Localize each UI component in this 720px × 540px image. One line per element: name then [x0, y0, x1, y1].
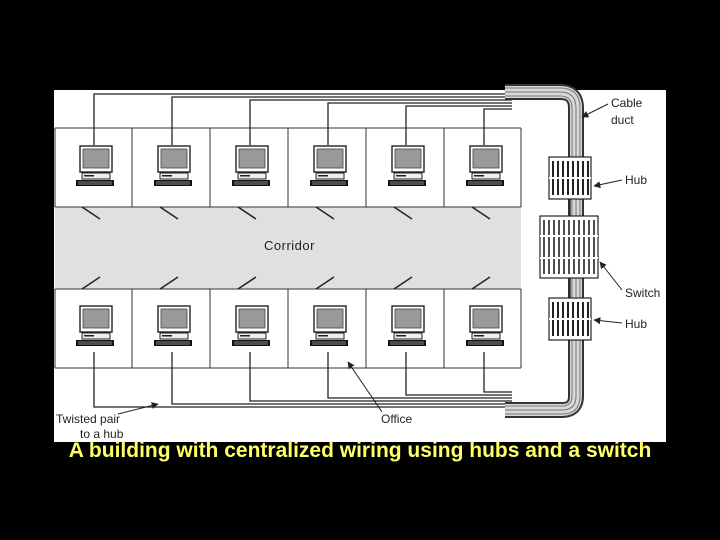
computer-icon: [231, 145, 271, 187]
callouts: [117, 103, 623, 415]
corridor-area: [55, 207, 521, 289]
computer-icon: [75, 145, 115, 187]
office-label: Office: [381, 412, 412, 426]
computer-icon: [309, 145, 349, 187]
computer-icon: [387, 305, 427, 347]
hub-icon: [548, 297, 592, 341]
doors: [81, 206, 491, 290]
computer-icon: [465, 145, 505, 187]
computer-icon: [387, 145, 427, 187]
twisted-pair-label-line1: Twisted pair: [56, 412, 120, 426]
switch-icon: [539, 215, 599, 279]
computer-icon: [309, 305, 349, 347]
corridor-label: Corridor: [264, 238, 315, 253]
top-cables: [93, 93, 512, 145]
computer-icon: [231, 305, 271, 347]
cable-duct-label-line2: duct: [611, 113, 634, 127]
switch-label: Switch: [625, 286, 660, 300]
cable-duct-label-line1: Cable: [611, 96, 643, 110]
computer-icon: [153, 145, 193, 187]
computer-icon: [465, 305, 505, 347]
office-walls: [54, 127, 522, 369]
twisted-pair-label-line2: to a hub: [80, 427, 124, 441]
slide-caption: A building with centralized wiring using…: [68, 439, 652, 462]
computer-icon: [153, 305, 193, 347]
hub-label-top: Hub: [625, 173, 647, 187]
computer-icon: [75, 305, 115, 347]
hub-icon: [548, 156, 592, 200]
hub-label-bottom: Hub: [625, 317, 647, 331]
bottom-cables: [93, 352, 512, 408]
